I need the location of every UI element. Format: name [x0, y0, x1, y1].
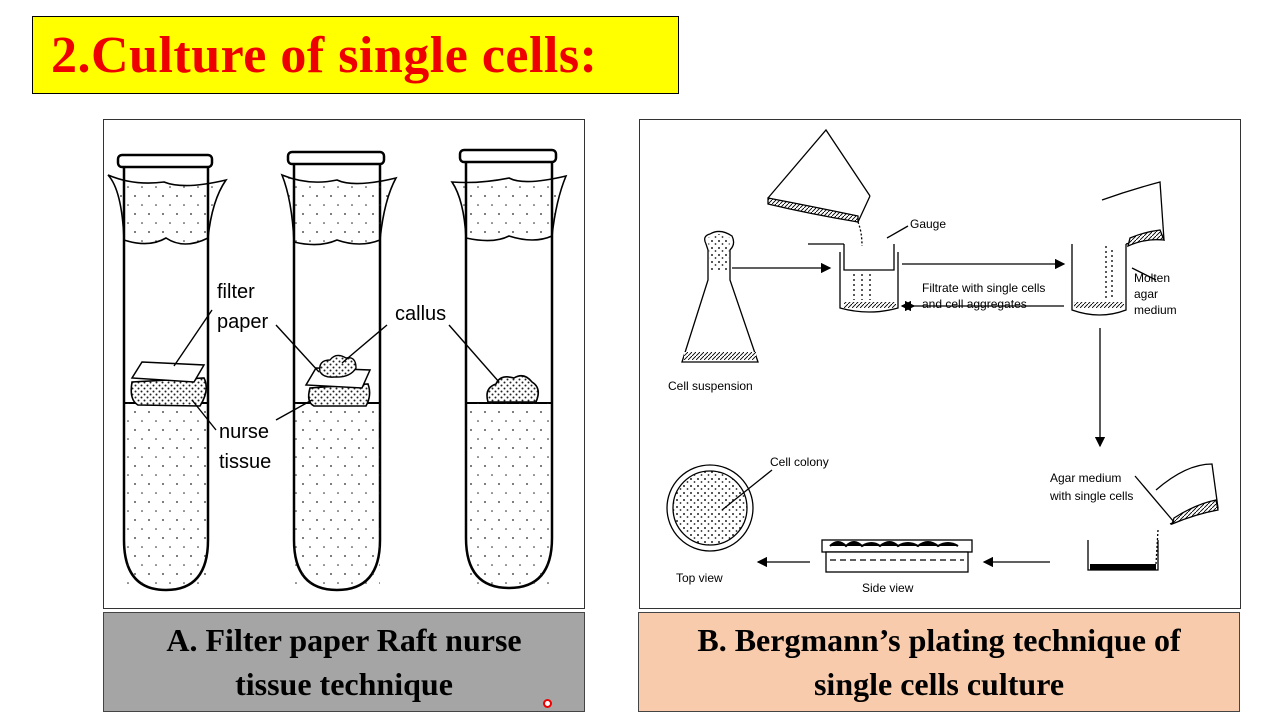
label-tissue: tissue	[219, 451, 271, 473]
process-arrows	[732, 258, 1106, 568]
flask-cell-suspension	[681, 230, 759, 363]
label-top-view: Top view	[676, 571, 723, 585]
label-filtrate-line2: and cell aggregates	[922, 297, 1027, 311]
figure-b-panel: Gauge Filtrate with single cells and cel…	[639, 119, 1241, 609]
label-paper: paper	[217, 311, 268, 333]
side-view-plate	[821, 539, 973, 573]
label-callus: callus	[395, 303, 446, 325]
test-tube-2	[280, 150, 398, 592]
slide-title: 2.Culture of single cells:	[51, 26, 598, 84]
caption-b: B. Bergmann’s plating technique of singl…	[638, 612, 1240, 712]
label-gauge: Gauge	[910, 217, 946, 231]
filter-beaker	[808, 243, 899, 313]
test-tube-3	[450, 148, 568, 590]
laser-pointer-dot	[543, 699, 552, 708]
caption-a: A. Filter paper Raft nurse tissue techni…	[103, 612, 585, 712]
label-filter: filter	[217, 281, 255, 303]
label-molten-line2: agar	[1134, 287, 1158, 301]
label-filtrate-line1: Filtrate with single cells	[922, 281, 1045, 295]
test-tube-1	[107, 153, 228, 592]
caption-a-line2: tissue technique	[235, 666, 453, 702]
label-nurse: nurse	[219, 421, 269, 443]
molten-agar-beaker	[1071, 181, 1166, 316]
label-agar-line2: with single cells	[1049, 489, 1133, 503]
figure-b-diagram: Gauge Filtrate with single cells and cel…	[666, 128, 1219, 595]
pouring-beaker-top	[767, 128, 871, 223]
figure-a-diagram: filter paper callus nurse tissue	[107, 148, 568, 592]
label-molten-line1: Molten	[1134, 271, 1170, 285]
figure-a-leader-lines	[173, 309, 500, 431]
slide-title-box: 2.Culture of single cells:	[32, 16, 679, 94]
figure-a-panel: filter paper callus nurse tissue	[103, 119, 585, 609]
caption-b-line1: B. Bergmann’s plating technique of	[697, 622, 1181, 658]
label-cell-colony: Cell colony	[770, 455, 829, 469]
caption-b-line2: single cells culture	[813, 666, 1065, 702]
label-cell-suspension: Cell suspension	[668, 379, 753, 393]
top-view-plate	[666, 464, 754, 552]
label-agar-line1: Agar medium	[1050, 471, 1121, 485]
caption-a-line1: A. Filter paper Raft nurse	[166, 622, 522, 658]
label-molten-line3: medium	[1134, 303, 1177, 317]
pouring-agar-plate	[1087, 463, 1219, 571]
label-side-view: Side view	[862, 581, 914, 595]
